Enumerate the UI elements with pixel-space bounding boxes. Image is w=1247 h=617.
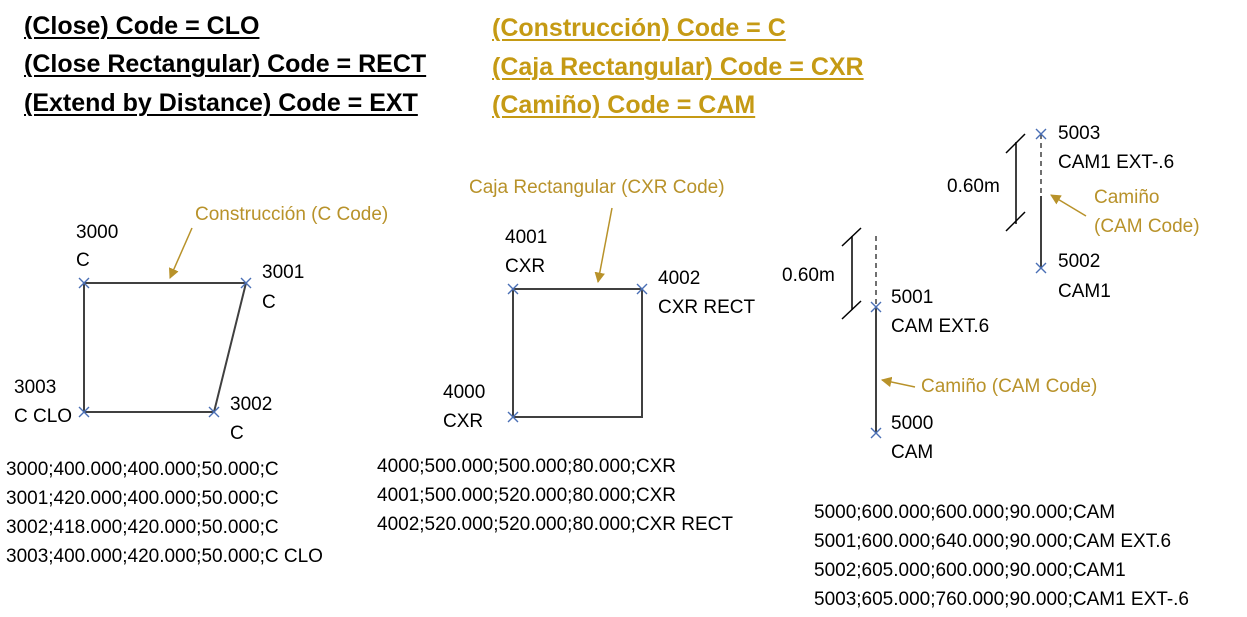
point-marker-5003 bbox=[1035, 128, 1047, 140]
record-line: 4000;500.000;500.000;80.000;CXR bbox=[377, 456, 676, 477]
point-4001-code: CXR bbox=[505, 256, 546, 277]
dim-upper-label: 0.60m bbox=[947, 176, 1000, 197]
point-5001-code: CAM EXT.6 bbox=[891, 316, 990, 337]
records-construccion: 3000;400.000;400.000;50.000;C 3001;420.0… bbox=[6, 455, 323, 571]
point-5003-code: CAM1 EXT-.6 bbox=[1058, 152, 1175, 173]
header-extend-code: (Extend by Distance) Code = EXT bbox=[24, 89, 418, 117]
construccion-arrow bbox=[169, 227, 193, 279]
point-marker-5002 bbox=[1035, 262, 1047, 274]
camino-lower-arrow bbox=[880, 376, 916, 388]
point-4000-id: 4000 bbox=[443, 382, 486, 403]
point-5000-id: 5000 bbox=[891, 413, 934, 434]
records-caja: 4000;500.000;500.000;80.000;CXR 4001;500… bbox=[377, 452, 733, 539]
header-close-code: (Close) Code = CLO bbox=[24, 12, 260, 40]
point-marker-5001 bbox=[870, 301, 882, 313]
point-4002-id: 4002 bbox=[658, 268, 701, 289]
construccion-shape bbox=[83, 282, 248, 413]
point-marker-4000 bbox=[507, 411, 519, 423]
record-line: 4002;520.000;520.000;80.000;CXR RECT bbox=[377, 514, 733, 535]
point-3002-id: 3002 bbox=[230, 394, 273, 415]
construccion-callout: Construcción (C Code) bbox=[195, 204, 389, 225]
point-5001-id: 5001 bbox=[891, 287, 934, 308]
point-3002-code: C bbox=[230, 423, 244, 444]
caja-callout: Caja Rectangular (CXR Code) bbox=[469, 177, 725, 198]
record-line: 3002;418.000;420.000;50.000;C bbox=[6, 517, 279, 538]
point-3001-id: 3001 bbox=[262, 262, 305, 283]
record-line: 5003;605.000;760.000;90.000;CAM1 EXT-.6 bbox=[814, 589, 1189, 610]
dim-lower-label: 0.60m bbox=[782, 265, 835, 286]
dim-upper-tick-bottom bbox=[1005, 211, 1026, 232]
point-3000-id: 3000 bbox=[76, 222, 119, 243]
record-line: 5000;600.000;600.000;90.000;CAM bbox=[814, 502, 1116, 523]
caja-arrow bbox=[594, 207, 613, 284]
point-3003-code: C CLO bbox=[14, 406, 73, 427]
point-4001-id: 4001 bbox=[505, 227, 548, 248]
record-line: 5001;600.000;640.000;90.000;CAM EXT.6 bbox=[814, 531, 1172, 552]
header-caja-code: (Caja Rectangular) Code = CXR bbox=[492, 53, 864, 81]
dim-upper-tick-top bbox=[1005, 133, 1026, 154]
dim-lower-tick-top bbox=[841, 227, 862, 247]
point-5003-id: 5003 bbox=[1058, 123, 1101, 144]
point-marker-4001 bbox=[507, 283, 519, 295]
point-4002-code: CXR RECT bbox=[658, 297, 756, 318]
camino-lower-callout: Camiño (CAM Code) bbox=[921, 376, 1098, 397]
point-marker-3002 bbox=[208, 406, 220, 418]
camino-upper-callout-line2: (CAM Code) bbox=[1094, 216, 1200, 237]
camino-upper-arrow bbox=[1050, 194, 1087, 217]
point-marker-4002 bbox=[636, 283, 648, 295]
point-marker-5000 bbox=[870, 427, 882, 439]
point-5000-code: CAM bbox=[891, 442, 934, 463]
point-3003-id: 3003 bbox=[14, 377, 57, 398]
point-3000-code: C bbox=[76, 250, 90, 271]
header-camino-code: (Camiño) Code = CAM bbox=[492, 91, 756, 119]
caja-rectangle bbox=[512, 288, 643, 418]
records-camino: 5000;600.000;600.000;90.000;CAM 5001;600… bbox=[814, 498, 1189, 614]
dim-lower-tick-bottom bbox=[841, 300, 862, 320]
point-3001-code: C bbox=[262, 292, 276, 313]
header-construccion-code: (Construcción) Code = C bbox=[492, 14, 786, 42]
point-4000-code: CXR bbox=[443, 411, 484, 432]
point-5002-code: CAM1 bbox=[1058, 281, 1111, 302]
point-marker-3001 bbox=[240, 277, 252, 289]
record-line: 4001;500.000;520.000;80.000;CXR bbox=[377, 485, 676, 506]
point-marker-3003 bbox=[78, 406, 90, 418]
camino-upper-callout-line1: Camiño bbox=[1094, 187, 1160, 208]
point-5002-id: 5002 bbox=[1058, 251, 1101, 272]
record-line: 3003;400.000;420.000;50.000;C CLO bbox=[6, 546, 323, 567]
record-line: 3001;420.000;400.000;50.000;C bbox=[6, 488, 279, 509]
record-line: 3000;400.000;400.000;50.000;C bbox=[6, 459, 279, 480]
record-line: 5002;605.000;600.000;90.000;CAM1 bbox=[814, 560, 1126, 581]
point-marker-3000 bbox=[78, 277, 90, 289]
header-close-rect-code: (Close Rectangular) Code = RECT bbox=[24, 50, 427, 78]
